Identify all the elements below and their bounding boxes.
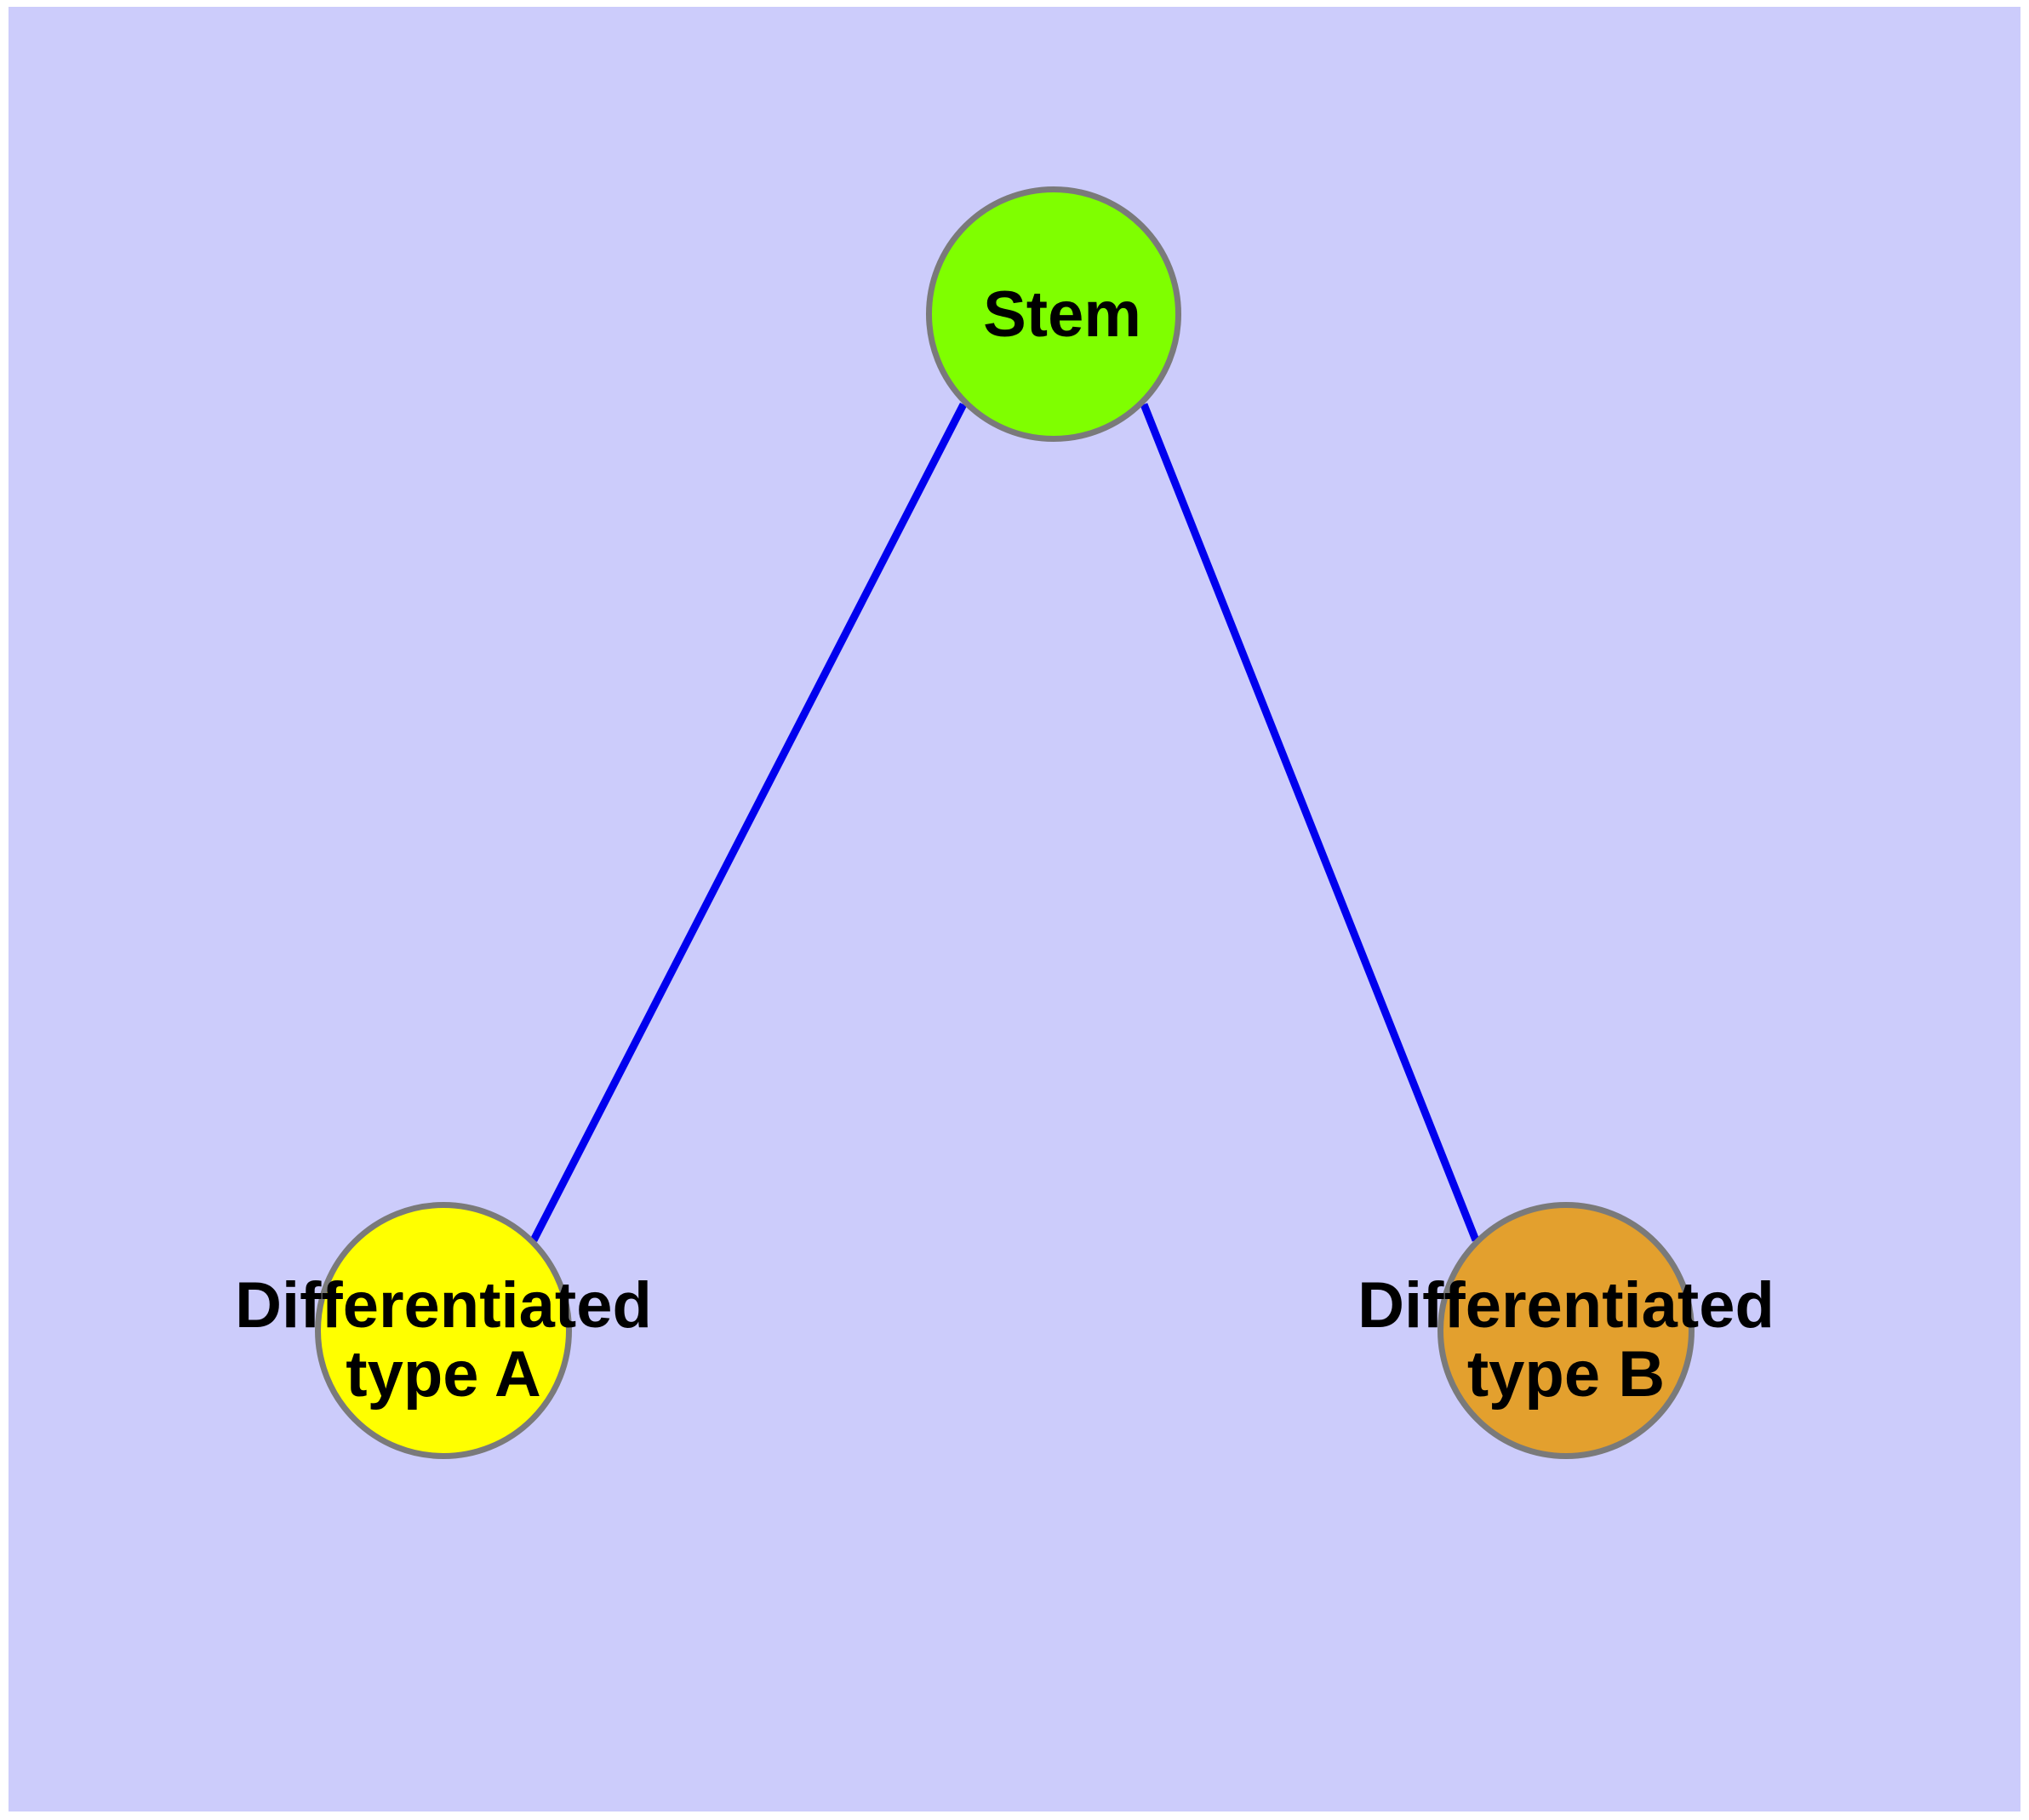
node-differentiated-type-a[interactable]	[315, 1202, 572, 1459]
edge-stem-to-differentiated-type-a	[529, 402, 968, 1243]
node-differentiated-type-b[interactable]	[1437, 1202, 1695, 1459]
node-stem[interactable]	[926, 186, 1181, 442]
edge-layer	[529, 402, 1480, 1243]
edge-stem-to-differentiated-type-b	[1140, 403, 1480, 1242]
